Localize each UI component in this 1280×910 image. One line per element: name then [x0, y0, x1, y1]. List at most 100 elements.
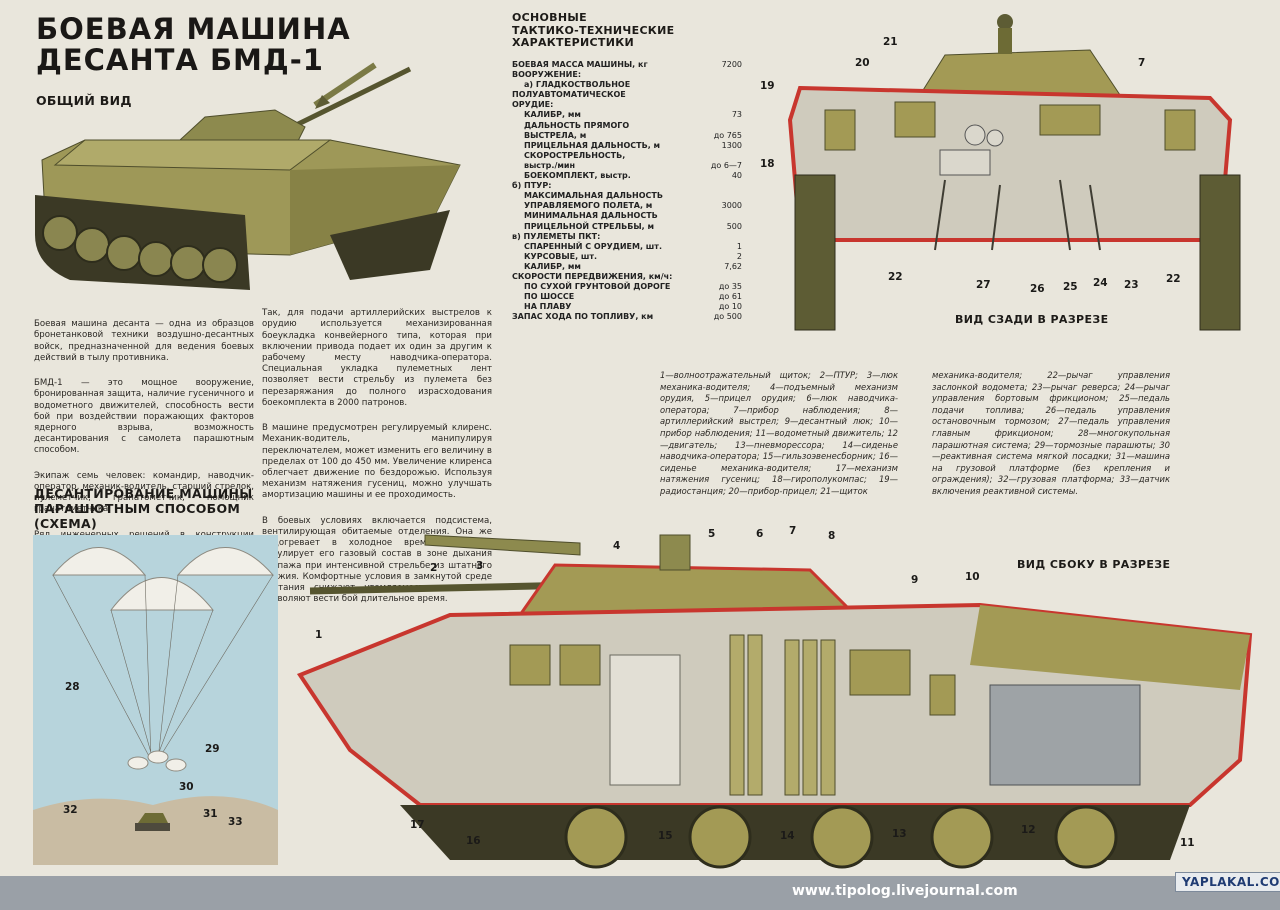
spec-label: ВООРУЖЕНИЕ: — [512, 70, 582, 80]
spec-row: БОЕВАЯ МАССА МАШИНЫ, кг 7200 — [512, 60, 742, 70]
general-view-heading: ОБЩИЙ ВИД — [36, 93, 132, 108]
rear-cross-section-illustration: 21 20 19 18 7 22 27 26 25 24 23 22 — [760, 14, 1241, 331]
spec-value: 1 — [736, 241, 742, 251]
callout-number: 17 — [410, 819, 425, 831]
atgm-missile-icon — [424, 534, 581, 556]
callout-number: 19 — [760, 80, 775, 92]
callout-number: 8 — [828, 530, 835, 542]
spec-row: а) ГЛАДКОСТВОЛЬНОЕ — [512, 80, 742, 90]
callout-number: 18 — [760, 158, 775, 170]
spec-value — [714, 100, 742, 110]
intro-paragraph: В машине предусмотрен регулируемый клире… — [262, 423, 492, 501]
spec-label: БОЕКОМПЛЕКТ, выстр. — [524, 171, 631, 181]
engine — [989, 684, 1141, 786]
callout-number: 20 — [855, 57, 870, 69]
bmd-general-view-illustration — [35, 62, 461, 290]
parachute-heading-line: ПАРАШЮТНЫМ СПОСОБОМ — [34, 501, 241, 516]
callout-number: 10 — [965, 571, 980, 583]
callout-number: 22 — [888, 271, 903, 283]
legend-left: 1—волноотражательный щиток; 2—ПТУР; 3—лю… — [660, 370, 898, 496]
spec-value — [714, 151, 742, 161]
spec-value: до 35 — [718, 282, 742, 292]
brake-parachute-icon — [165, 758, 187, 772]
callout-number: 9 — [911, 574, 918, 586]
spec-value: до 765 — [713, 130, 742, 140]
callout-number: 7 — [1138, 57, 1145, 69]
callout-number: 33 — [228, 816, 243, 828]
intro-paragraph: Экипаж семь человек: командир, наводчик-… — [34, 470, 254, 515]
left-track — [794, 174, 836, 331]
spec-label: МИНИМАЛЬНАЯ ДАЛЬНОСТЬ — [524, 211, 658, 221]
callout-number: 12 — [1021, 824, 1036, 836]
spec-value — [714, 211, 742, 221]
spec-label: в) ПУЛЕМЕТЫ ПКТ: — [512, 231, 601, 241]
spec-label: УПРАВЛЯЕМОГО ПОЛЕТА, м — [524, 201, 653, 211]
spec-label: ОРУДИЕ: — [512, 100, 554, 110]
spec-label: ПОЛУАВТОМАТИЧЕСКОЕ — [512, 90, 626, 100]
spec-row: СКОРОСТИ ПЕРЕДВИЖЕНИЯ, км/ч: — [512, 272, 742, 282]
parachute-canopy-icon — [109, 577, 215, 611]
spec-value — [714, 90, 742, 100]
spec-value: 40 — [731, 171, 742, 181]
spec-row: УПРАВЛЯЕМОГО ПОЛЕТА, м 3000 — [512, 201, 742, 211]
callout-number: 29 — [205, 743, 220, 755]
spec-value — [714, 121, 742, 131]
callout-number: 30 — [179, 781, 194, 793]
parachute-heading-line: (СХЕМА) — [34, 516, 97, 531]
callout-number: 28 — [65, 681, 80, 693]
intro-paragraph: В боевых условиях включается подсистема,… — [262, 515, 492, 605]
callout-number: 1 — [315, 629, 322, 641]
right-track — [1199, 174, 1241, 331]
parachute-canopy-icon — [51, 547, 147, 576]
callout-number: 4 — [613, 540, 620, 552]
spec-value — [714, 232, 742, 242]
spec-value: 1300 — [721, 140, 742, 150]
spec-row: ПОЛУАВТОМАТИЧЕСКОЕ — [512, 90, 742, 100]
spec-label: СПАРЕННЫЙ С ОРУДИЕМ, шт. — [524, 241, 662, 251]
atgm-missile-icon — [313, 62, 377, 109]
callout-number: 31 — [203, 808, 218, 820]
callout-number: 6 — [756, 528, 763, 540]
spec-row: в) ПУЛЕМЕТЫ ПКТ: — [512, 232, 742, 242]
spec-label: БОЕВАЯ МАССА МАШИНЫ, кг — [512, 60, 648, 69]
turret — [919, 49, 1121, 96]
callout-number: 25 — [1063, 281, 1078, 293]
spec-label: ПО ШОССЕ — [524, 292, 575, 302]
footer-brand-logo: YAPLAKAL.COM — [1175, 872, 1280, 892]
callout-number: 7 — [789, 525, 796, 537]
spec-value: до 10 — [718, 302, 742, 312]
spec-label: а) ГЛАДКОСТВОЛЬНОЕ — [524, 80, 631, 90]
spec-label: МАКСИМАЛЬНАЯ ДАЛЬНОСТЬ — [524, 191, 663, 201]
callout-number: 23 — [1124, 279, 1139, 291]
callout-number: 15 — [658, 830, 673, 842]
callout-number: 22 — [1166, 273, 1181, 285]
spec-value — [714, 191, 742, 201]
spec-value — [714, 272, 742, 282]
spec-value: 3000 — [721, 201, 742, 211]
callout-number: 32 — [63, 804, 78, 816]
hull-cut — [787, 85, 1233, 242]
intro-paragraph: Так, для подачи артиллерийских выстрелов… — [262, 308, 492, 408]
spec-row: МИНИМАЛЬНАЯ ДАЛЬНОСТЬ — [512, 211, 742, 221]
spec-label: КАЛИБР, мм — [524, 110, 581, 120]
spec-value: 7200 — [721, 60, 742, 69]
spec-label: СКОРОСТИ ПЕРЕДВИЖЕНИЯ, км/ч: — [512, 271, 673, 281]
specs-heading-line: ТАКТИКО-ТЕХНИЧЕСКИЕ — [512, 23, 675, 37]
brake-parachute-icon — [147, 750, 169, 764]
footer-url[interactable]: www.tipolog.livejournal.com — [792, 883, 1018, 899]
callout-number: 11 — [1180, 837, 1195, 849]
spec-row: СПАРЕННЫЙ С ОРУДИЕМ, шт. 1 — [512, 242, 742, 252]
spec-label: выстр./мин — [524, 160, 576, 170]
gun-barrel — [309, 581, 581, 595]
spec-value: до 500 — [713, 312, 742, 322]
callout-number: 27 — [976, 279, 991, 291]
legend-right: механика-водителя; 22—рычаг управления з… — [932, 370, 1170, 496]
road-wheels — [42, 215, 238, 283]
brake-parachute-icon — [127, 756, 149, 770]
callout-number: 2 — [430, 562, 437, 574]
